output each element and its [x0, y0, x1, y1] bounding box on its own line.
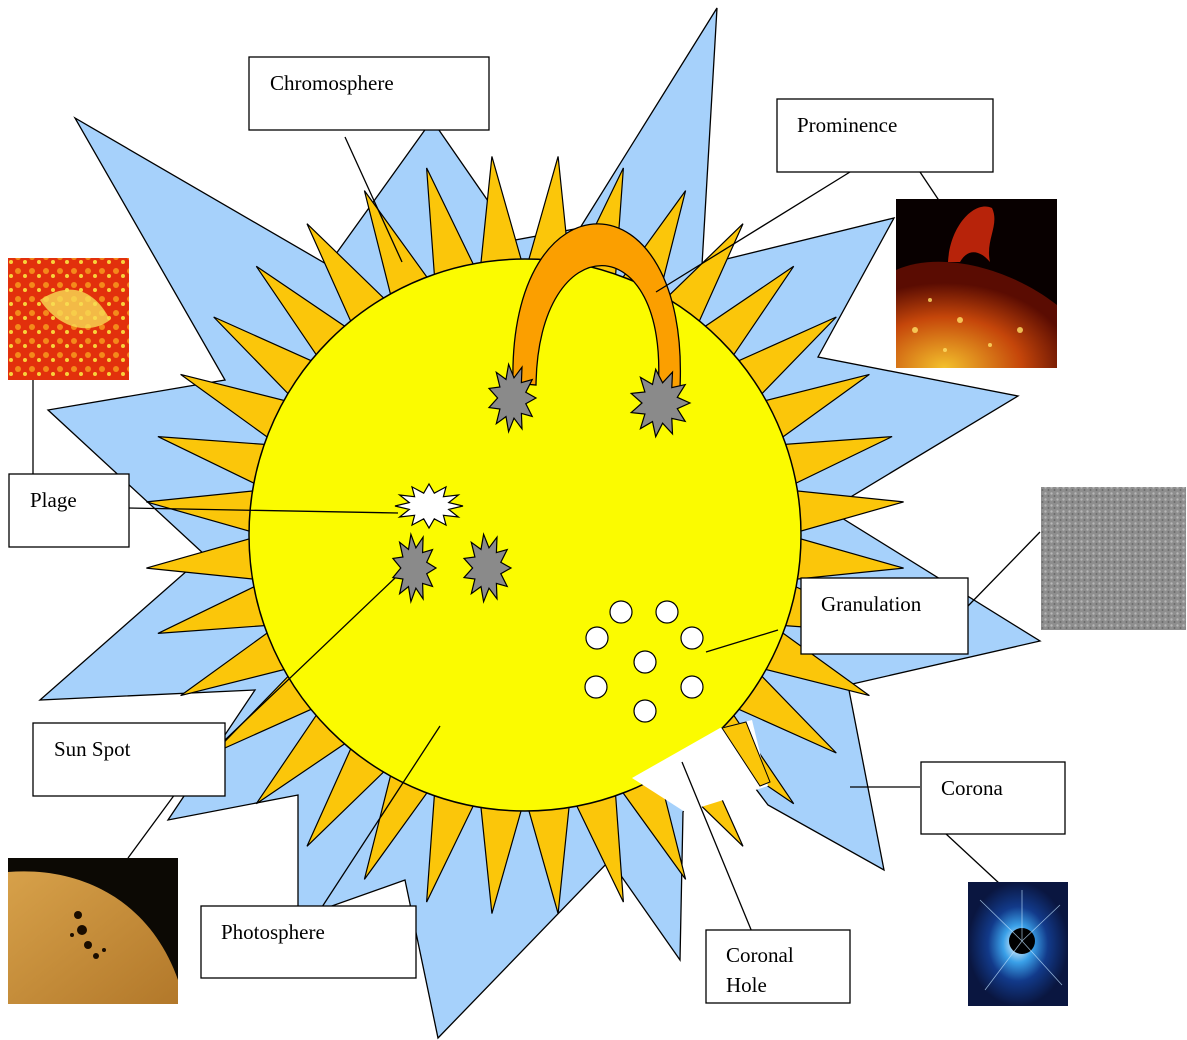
granule-cell	[634, 651, 656, 673]
sunspot-leader-to-photo	[128, 790, 178, 858]
granule-cell	[656, 601, 678, 623]
granulation-label: Granulation	[801, 578, 968, 654]
sun-spot-label: Sun Spot	[33, 723, 225, 796]
coronal-hole-label: Coronal Hole	[706, 930, 850, 1003]
granule-cell	[586, 627, 608, 649]
prominence-photo	[896, 199, 1057, 368]
granule-cell	[610, 601, 632, 623]
granule-cell	[585, 676, 607, 698]
prominence-leader-to-photo	[920, 172, 940, 202]
photosphere-label: Photosphere	[201, 906, 416, 978]
svg-text:Hole: Hole	[726, 973, 767, 997]
plage-label: Plage	[9, 474, 129, 547]
svg-text:Prominence: Prominence	[797, 113, 897, 137]
svg-text:Sun Spot: Sun Spot	[54, 737, 131, 761]
svg-text:Granulation: Granulation	[821, 592, 922, 616]
granulation-leader-to-photo	[968, 532, 1040, 606]
svg-text:Coronal: Coronal	[726, 943, 794, 967]
svg-text:Corona: Corona	[941, 776, 1004, 800]
svg-text:Photosphere: Photosphere	[221, 920, 325, 944]
svg-text:Plage: Plage	[30, 488, 77, 512]
prominence-label: Prominence	[777, 99, 993, 172]
chromosphere-label: Chromosphere	[249, 57, 489, 130]
corona-leader-to-photo	[945, 833, 1000, 884]
plage-photo	[8, 258, 129, 380]
corona-photo	[968, 882, 1068, 1006]
granule-cell	[681, 676, 703, 698]
granule-cell	[634, 700, 656, 722]
corona-label: Corona	[921, 762, 1065, 834]
granulation-photo	[1041, 487, 1186, 630]
granule-cell	[681, 627, 703, 649]
sunspot-photo	[8, 858, 178, 1004]
svg-text:Chromosphere: Chromosphere	[270, 71, 394, 95]
